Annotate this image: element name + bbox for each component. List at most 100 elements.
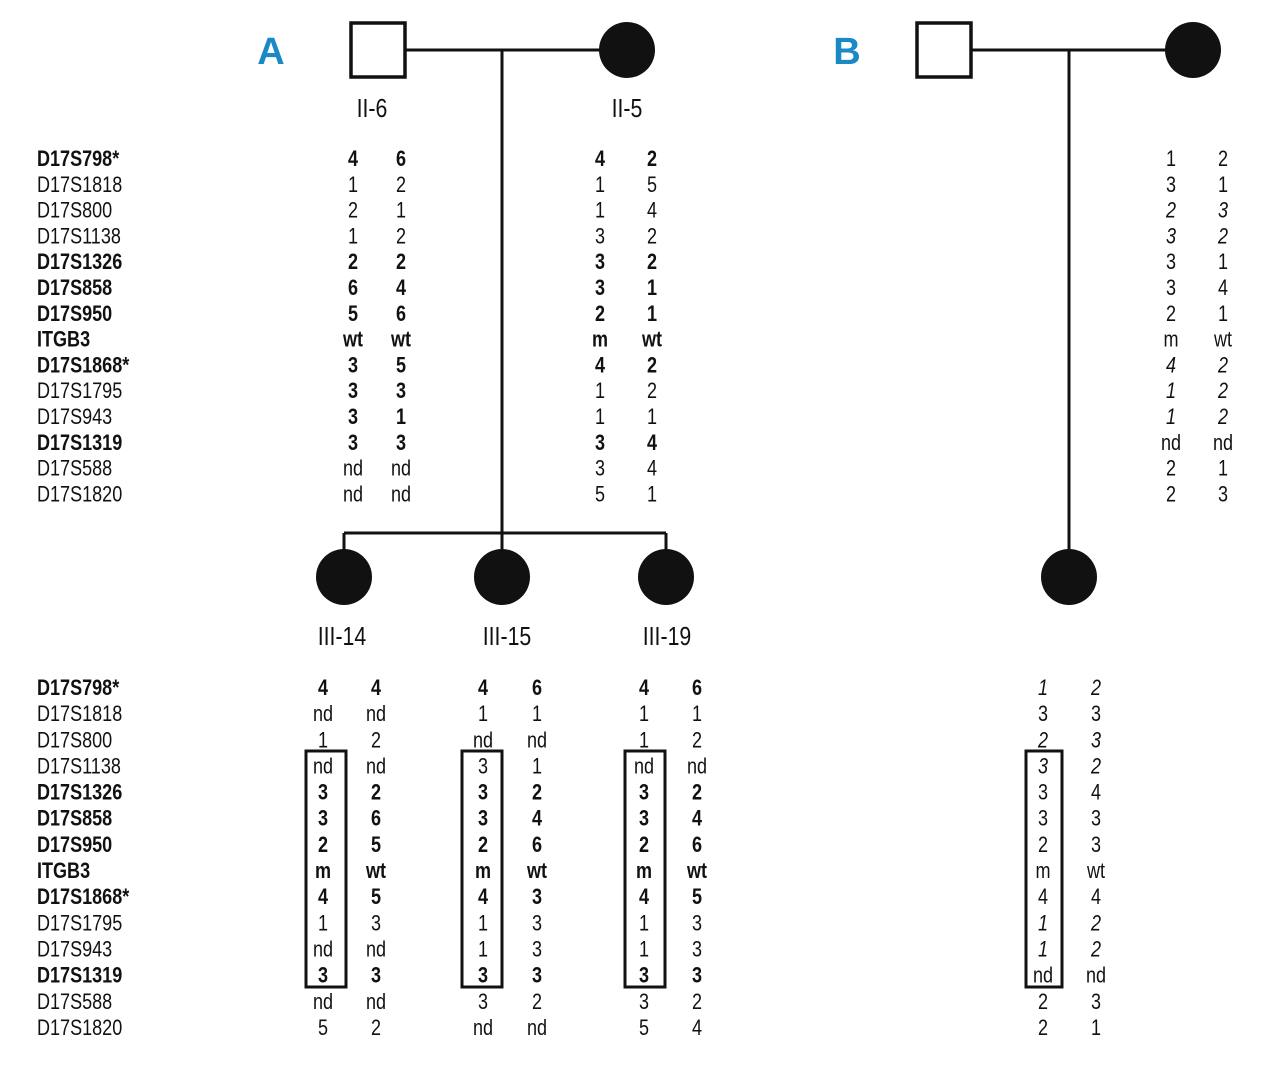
allele-value: 3 <box>1091 990 1101 1014</box>
allele-value: 2 <box>1217 380 1228 404</box>
allele-value: 4 <box>647 457 657 481</box>
allele-value: 3 <box>1166 173 1176 197</box>
allele-value: 6 <box>532 676 542 700</box>
allele-value: 1 <box>1166 380 1176 404</box>
allele-value: 1 <box>532 703 542 727</box>
marker-label: D17S588 <box>37 457 112 481</box>
allele-value: 3 <box>532 964 542 988</box>
allele-value: 2 <box>532 990 542 1014</box>
allele-value: wt <box>1213 328 1232 352</box>
allele-value: 3 <box>532 912 542 936</box>
allele-value: 3 <box>1038 807 1048 831</box>
allele-value: 5 <box>647 173 657 197</box>
allele-value: 2 <box>1037 729 1048 753</box>
allele-value: 1 <box>478 703 488 727</box>
allele-value: 2 <box>647 225 657 249</box>
allele-value: 2 <box>647 251 657 275</box>
allele-value: 4 <box>692 807 703 831</box>
allele-value: nd <box>687 755 707 779</box>
allele-value: nd <box>1213 431 1233 455</box>
allele-value: 3 <box>1091 833 1101 857</box>
allele-value: 3 <box>1091 807 1101 831</box>
allele-value: 3 <box>318 807 328 831</box>
allele-value: 1 <box>1218 173 1228 197</box>
marker-label: D17S1868* <box>37 886 129 910</box>
allele-value: 5 <box>595 483 605 507</box>
allele-value: nd <box>366 703 386 727</box>
marker-label: D17S800 <box>37 199 112 223</box>
allele-value: 3 <box>1218 483 1228 507</box>
allele-value: 4 <box>595 147 606 171</box>
allele-value: 4 <box>348 147 359 171</box>
marker-label: ITGB3 <box>37 328 90 352</box>
allele-value: 2 <box>396 173 406 197</box>
allele-value: 1 <box>1166 405 1176 429</box>
allele-value: 1 <box>639 703 649 727</box>
marker-label: D17S1818 <box>37 703 122 727</box>
allele-value: 3 <box>396 380 406 404</box>
allele-value: 1 <box>1038 912 1048 936</box>
haplotype-box-iii15 <box>460 749 504 989</box>
allele-value: 5 <box>639 1016 649 1040</box>
allele-value: 1 <box>692 703 702 727</box>
allele-value: 5 <box>692 886 702 910</box>
marker-label: D17S798* <box>37 147 119 171</box>
allele-value: 2 <box>647 147 657 171</box>
marker-label: D17S800 <box>37 729 112 753</box>
allele-value: nd <box>473 1016 493 1040</box>
allele-value: 1 <box>318 912 328 936</box>
allele-value: 2 <box>318 833 328 857</box>
allele-value: 3 <box>318 781 328 805</box>
marker-label: D17S1795 <box>37 380 122 404</box>
marker-label: D17S1820 <box>37 483 122 507</box>
allele-value: nd <box>313 703 333 727</box>
allele-value: wt <box>1086 859 1105 883</box>
allele-value: 4 <box>647 199 657 223</box>
individual-id: III-14 <box>318 622 367 652</box>
haplotype-box-b-child <box>1024 749 1064 989</box>
allele-value: 1 <box>639 938 649 962</box>
allele-value: 4 <box>532 807 543 831</box>
allele-value: 3 <box>532 938 542 962</box>
allele-value: 3 <box>1038 781 1048 805</box>
allele-value: 1 <box>595 380 605 404</box>
allele-value: 3 <box>478 755 488 779</box>
allele-value: 1 <box>1091 1016 1101 1040</box>
male-unaffected-b-father <box>915 21 973 79</box>
allele-value: nd <box>634 755 654 779</box>
allele-value: 1 <box>318 729 328 753</box>
marker-label: D17S1326 <box>37 251 122 275</box>
allele-value: nd <box>366 755 386 779</box>
allele-value: 3 <box>692 912 702 936</box>
allele-value: 4 <box>318 676 329 700</box>
marker-label: D17S588 <box>37 990 112 1014</box>
allele-value: 3 <box>1218 199 1228 223</box>
allele-value: 3 <box>692 938 702 962</box>
allele-value: 4 <box>639 676 650 700</box>
allele-value: 3 <box>639 964 649 988</box>
allele-value: 3 <box>348 354 358 378</box>
allele-value: 3 <box>348 431 358 455</box>
allele-value: 1 <box>478 912 488 936</box>
allele-value: 3 <box>1091 703 1101 727</box>
marker-label: D17S943 <box>37 405 112 429</box>
allele-value: 4 <box>371 676 382 700</box>
allele-value: nd <box>313 755 333 779</box>
allele-value: 3 <box>1038 755 1048 779</box>
allele-value: 2 <box>348 199 358 223</box>
haplotype-box-iii19 <box>623 749 667 989</box>
allele-value: nd <box>366 938 386 962</box>
marker-label: D17S798* <box>37 676 119 700</box>
allele-value: 3 <box>1166 276 1176 300</box>
allele-value: 3 <box>371 912 381 936</box>
allele-value: 3 <box>532 886 542 910</box>
allele-value: 2 <box>1090 755 1101 779</box>
allele-value: 4 <box>396 276 407 300</box>
allele-value: 1 <box>478 938 488 962</box>
marker-label: ITGB3 <box>37 859 90 883</box>
allele-value: 3 <box>478 807 488 831</box>
haplotype-box-iii14 <box>304 749 348 989</box>
allele-value: nd <box>343 457 363 481</box>
